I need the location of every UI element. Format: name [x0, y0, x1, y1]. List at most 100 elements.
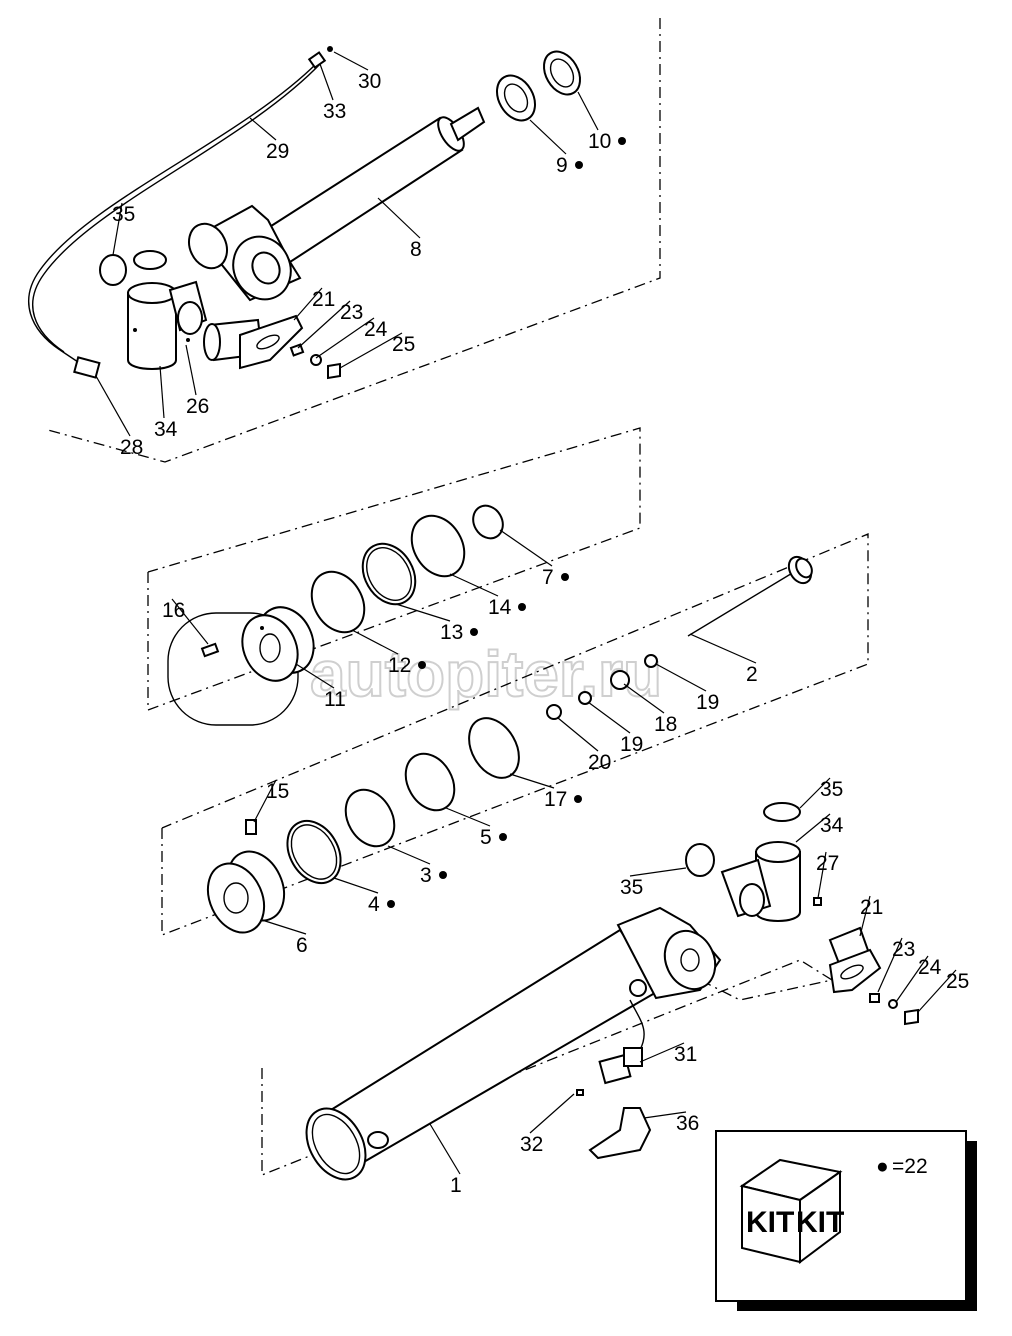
leader-line-c14	[449, 573, 499, 597]
callout-c6: 6	[296, 934, 308, 957]
barrel-1	[316, 928, 662, 1172]
ring-14	[410, 514, 466, 578]
kit-dot-c12	[418, 661, 426, 669]
leader-line-c34b	[795, 813, 831, 843]
oring-7	[472, 504, 504, 540]
callout-c25a: 25	[392, 333, 415, 356]
leader-line-c34a	[159, 365, 165, 419]
bushing-35c	[763, 802, 801, 822]
callout-c13: 13	[440, 621, 463, 644]
callout-c36: 36	[676, 1112, 699, 1135]
callout-c20: 20	[588, 751, 611, 774]
leader-line-c3	[387, 845, 431, 865]
bushing-35b	[133, 250, 167, 270]
leader-line-c12	[351, 629, 399, 655]
callout-c24b: 24	[918, 956, 942, 979]
leader-line-c10	[577, 91, 599, 131]
callout-c4: 4	[368, 893, 380, 916]
leader-line-c1	[429, 1123, 461, 1175]
leader-line-c21b	[859, 895, 871, 937]
callout-c27: 27	[816, 852, 839, 875]
barrel-assembly	[305, 802, 919, 1181]
leader-line-c19a	[655, 663, 707, 692]
callout-c24a: 24	[364, 318, 388, 341]
leader-line-c31	[639, 1042, 685, 1063]
leader-line-c24a	[315, 317, 375, 359]
leader-line-c28	[95, 375, 131, 437]
kit-bullet-icon: ●	[876, 1155, 889, 1178]
gland-6	[206, 850, 286, 934]
leader-line-c24b	[895, 955, 929, 1003]
sensor-cable	[28, 61, 319, 351]
leader-line-c23a	[297, 300, 351, 349]
leader-line-c17	[509, 773, 555, 789]
kit-dot-c5	[499, 833, 507, 841]
leader-line-c15	[253, 779, 277, 823]
leader-line-c21a	[293, 287, 323, 321]
leader-line-c19b	[587, 701, 631, 734]
leader-line-c16	[171, 598, 209, 645]
callout-c15: 15	[266, 780, 289, 803]
leader-line-c25a	[339, 332, 403, 369]
rod-assembly	[28, 46, 582, 380]
callout-c23a: 23	[340, 301, 363, 324]
leader-line-c35a	[112, 202, 123, 256]
leader-line-c4	[333, 877, 379, 894]
callout-c28: 28	[120, 436, 143, 459]
kit-dot-c17	[574, 795, 582, 803]
leader-line-c18	[623, 683, 665, 714]
kit-dot-c10	[618, 137, 626, 145]
leader-line-c20	[557, 717, 599, 752]
callout-c3: 3	[420, 864, 432, 887]
callout-c35c: 35	[620, 876, 643, 899]
bushing-35d	[685, 843, 715, 877]
connector-28	[73, 356, 101, 379]
leader-line-c30	[333, 51, 369, 71]
tee-block-34	[127, 280, 208, 370]
callout-c29: 29	[266, 140, 289, 163]
callout-c9: 9	[556, 154, 568, 177]
callout-c35a: 35	[112, 203, 135, 226]
kit-label-front: KIT	[746, 1206, 794, 1239]
callout-c2: 2	[746, 663, 758, 686]
leader-line-c35c	[629, 867, 687, 877]
callout-c30: 30	[358, 70, 381, 93]
callout-c14: 14	[488, 596, 512, 619]
kit-legend-text: =22	[892, 1155, 928, 1178]
leader-line-c5	[445, 807, 491, 827]
kit-dot-c3	[439, 871, 447, 879]
callout-c8: 8	[410, 238, 422, 261]
leader-line-c6	[261, 919, 307, 935]
callout-c32: 32	[520, 1133, 543, 1156]
piston-rod	[188, 106, 486, 302]
ring-12	[310, 570, 366, 634]
leader-line-c36	[643, 1111, 687, 1119]
pin-21a	[203, 314, 304, 370]
pin-16	[200, 642, 220, 658]
leader-line-c9	[529, 119, 567, 155]
seal-10	[542, 50, 582, 96]
kit-dot-c9	[575, 161, 583, 169]
callout-c34a: 34	[154, 418, 178, 441]
callout-c17: 17	[544, 788, 567, 811]
callout-c33: 33	[323, 100, 346, 123]
leader-line-c13	[395, 603, 451, 622]
leader-line-c7	[499, 529, 553, 567]
callout-c7: 7	[542, 566, 554, 589]
watermark: autopiter.ru	[167, 612, 663, 726]
callout-c11: 11	[324, 688, 346, 711]
leader-line-c33	[319, 63, 334, 101]
leader-line-c25b	[917, 969, 957, 1013]
ring-17	[468, 717, 520, 779]
kit-dot-c14	[518, 603, 526, 611]
kit-dot-c7	[561, 573, 569, 581]
piston-seal-kit	[200, 504, 813, 720]
callout-c35b: 35	[820, 778, 843, 801]
leader-line-c2	[689, 633, 757, 664]
leader-line-c8	[377, 197, 421, 239]
leader-line-c32	[529, 1093, 575, 1134]
leader-line-c35b	[799, 777, 831, 809]
kit-label-side: KIT	[796, 1206, 844, 1239]
